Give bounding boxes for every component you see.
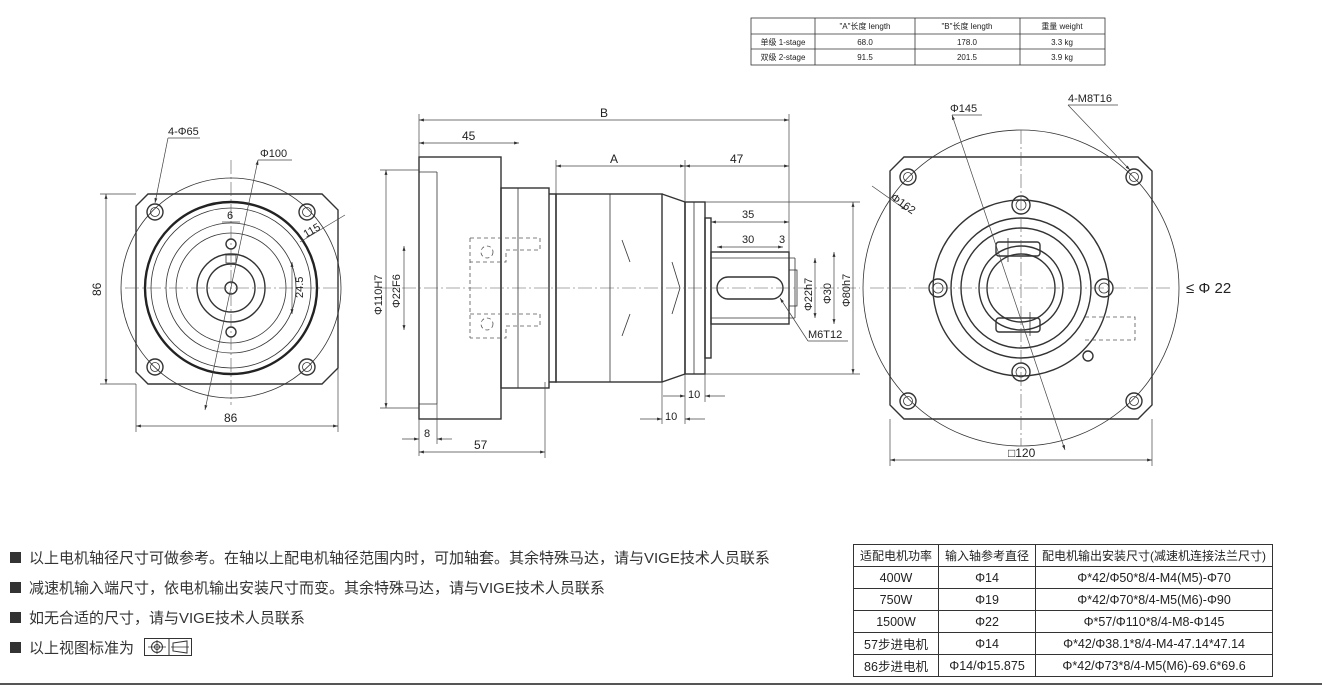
spec-header-a: "A"长度 length bbox=[839, 21, 890, 31]
note-item: 减速机输入端尺寸，依电机输出安装尺寸而变。其余特殊马达，请与VIGE技术人员联系 bbox=[10, 572, 830, 602]
column-header: 配电机输出安装尺寸(减速机连接法兰尺寸) bbox=[1035, 544, 1274, 567]
pilot-dia-label: Φ80h7 bbox=[841, 274, 853, 307]
bottom-divider bbox=[0, 683, 1322, 685]
table-row: 86步进电机 Φ14/Φ15.875 Φ*42/Φ73*8/4-M5(M6)-6… bbox=[852, 654, 1274, 677]
bore-dia-label: Φ100 bbox=[260, 148, 287, 160]
square-flange-outline-right bbox=[889, 156, 1153, 420]
table-cell: Φ*42/Φ70*8/4-M5(M6)-Φ90 bbox=[1035, 588, 1274, 611]
side-view: B 45 A 47 35 30 3 Φ110H7 Φ22F6 Φ22h7 Φ30… bbox=[373, 106, 860, 458]
shaft-length-label: 47 bbox=[730, 152, 744, 166]
table-cell: 400W bbox=[852, 566, 940, 589]
notes-list: 以上电机轴径尺寸可做参考。在轴以上配电机轴径范围内时，可加轴套。其余特殊马达，请… bbox=[10, 542, 830, 662]
table-cell: 750W bbox=[852, 588, 940, 611]
table-cell: Φ*57/Φ110*8/4-M8-Φ145 bbox=[1035, 610, 1274, 633]
note-item: 如无合适的尺寸，请与VIGE技术人员联系 bbox=[10, 602, 830, 632]
center-thread-label: M6T12 bbox=[808, 329, 842, 341]
table-cell: Φ14/Φ15.875 bbox=[938, 654, 1037, 677]
key-length-label: 35 bbox=[742, 209, 754, 221]
hole-callout: 4-Φ65 bbox=[168, 126, 199, 138]
spec-row2-a: 91.5 bbox=[857, 53, 873, 62]
table-row: 1500W Φ22 Φ*57/Φ110*8/4-M8-Φ145 bbox=[852, 610, 1274, 633]
bolt-circle-label: Φ145 bbox=[950, 103, 977, 115]
table-cell: Φ*42/Φ38.1*8/4-M4-47.14*47.14 bbox=[1035, 632, 1274, 655]
flange-length-label: 45 bbox=[462, 129, 476, 143]
note-text: 以上电机轴径尺寸可做参考。在轴以上配电机轴径范围内时，可加轴套。其余特殊马达，请… bbox=[29, 549, 770, 567]
rear-step-label: 8 bbox=[424, 428, 430, 440]
input-max-label: ≤ Φ 22 bbox=[1186, 280, 1231, 297]
shaft-height-label: 24.5 bbox=[294, 277, 306, 298]
table-cell: Φ14 bbox=[938, 566, 1037, 589]
table-cell: Φ*42/Φ73*8/4-M5(M6)-69.6*69.6 bbox=[1035, 654, 1274, 677]
bullet-square-icon bbox=[10, 551, 21, 563]
total-length-label: B bbox=[600, 106, 608, 120]
bullet-square-icon bbox=[10, 641, 21, 653]
bullet-square-icon bbox=[10, 581, 21, 593]
corner-holes bbox=[899, 168, 1143, 410]
height-label: 86 bbox=[90, 282, 104, 296]
spec-row2-stage: 双级 2-stage bbox=[761, 52, 806, 62]
column-header: 输入轴参考直径 bbox=[938, 544, 1037, 567]
spec-row1-stage: 单级 1-stage bbox=[761, 37, 806, 47]
mounting-holes bbox=[146, 203, 316, 376]
shoulder-dia-label: Φ30 bbox=[822, 283, 834, 304]
shaft-step-label: 3 bbox=[779, 234, 785, 246]
input-fit-label: Φ110H7 bbox=[373, 275, 385, 315]
flange-thick-label: 10 bbox=[665, 411, 677, 423]
input-flange-view: 4-Φ65 Φ100 6 115 24.5 86 86 bbox=[90, 126, 346, 432]
spec-row1-weight: 3.3 kg bbox=[1051, 38, 1073, 47]
spec-row2-b: 201.5 bbox=[957, 53, 978, 62]
table-cell: Φ22 bbox=[938, 610, 1037, 633]
bullet-square-icon bbox=[10, 611, 21, 623]
motor-adapter-table: 适配电机功率 输入轴参考直径 配电机输出安装尺寸(减速机连接法兰尺寸) 400W… bbox=[852, 544, 1274, 677]
diag-label: Φ162 bbox=[888, 192, 917, 217]
table-cell: 1500W bbox=[852, 610, 940, 633]
table-cell: 57步进电机 bbox=[852, 632, 940, 655]
note-item: 以上电机轴径尺寸可做参考。在轴以上配电机轴径范围内时，可加轴套。其余特殊马达，请… bbox=[10, 542, 830, 572]
table-row: 57步进电机 Φ14 Φ*42/Φ38.1*8/4-M4-47.14*47.14 bbox=[852, 632, 1274, 655]
note-text: 如无合适的尺寸，请与VIGE技术人员联系 bbox=[29, 609, 305, 627]
key-width-label: 6 bbox=[227, 210, 233, 222]
table-row: 400W Φ14 Φ*42/Φ50*8/4-M4(M5)-Φ70 bbox=[852, 566, 1274, 589]
body-length-label: A bbox=[610, 152, 618, 166]
table-header-row: 适配电机功率 输入轴参考直径 配电机输出安装尺寸(减速机连接法兰尺寸) bbox=[852, 544, 1274, 567]
table-cell: Φ*42/Φ50*8/4-M4(M5)-Φ70 bbox=[1035, 566, 1274, 589]
spec-table: "A"长度 length "B"长度 length 重量 weight 单级 1… bbox=[750, 17, 1106, 66]
output-flange-view: Φ145 4-M8T16 Φ162 ≤ Φ 22 □120 bbox=[862, 93, 1231, 466]
table-cell: 86步进电机 bbox=[852, 654, 940, 677]
rear-len-label: 57 bbox=[474, 438, 488, 452]
note-item: 以上视图标准为 bbox=[10, 632, 830, 662]
note-text: 以上视图标准为 bbox=[29, 639, 135, 657]
table-cell: Φ19 bbox=[938, 588, 1037, 611]
output-shaft-label: Φ22h7 bbox=[803, 278, 815, 311]
spec-row2-weight: 3.9 kg bbox=[1051, 53, 1073, 62]
key-slot-label: 30 bbox=[742, 234, 754, 246]
width-label: 86 bbox=[224, 411, 238, 425]
input-shaft-label: Φ22F6 bbox=[391, 274, 403, 308]
spec-header-b: "B"长度 length bbox=[941, 21, 992, 31]
column-header: 适配电机功率 bbox=[852, 544, 940, 567]
thread-callout-label: 4-M8T16 bbox=[1068, 93, 1112, 105]
pcd-label: 115 bbox=[302, 221, 323, 240]
pilot-len-label: 10 bbox=[688, 389, 700, 401]
square-flange-outline bbox=[135, 193, 339, 385]
table-cell: Φ14 bbox=[938, 632, 1037, 655]
first-angle-projection-icon bbox=[144, 638, 193, 656]
spec-row1-a: 68.0 bbox=[857, 38, 873, 47]
note-text: 减速机输入端尺寸，依电机输出安装尺寸而变。其余特殊马达，请与VIGE技术人员联系 bbox=[29, 579, 605, 597]
square-label: □120 bbox=[1008, 446, 1036, 460]
table-row: 750W Φ19 Φ*42/Φ70*8/4-M5(M6)-Φ90 bbox=[852, 588, 1274, 611]
spec-header-weight: 重量 weight bbox=[1041, 21, 1083, 31]
spec-row1-b: 178.0 bbox=[957, 38, 978, 47]
